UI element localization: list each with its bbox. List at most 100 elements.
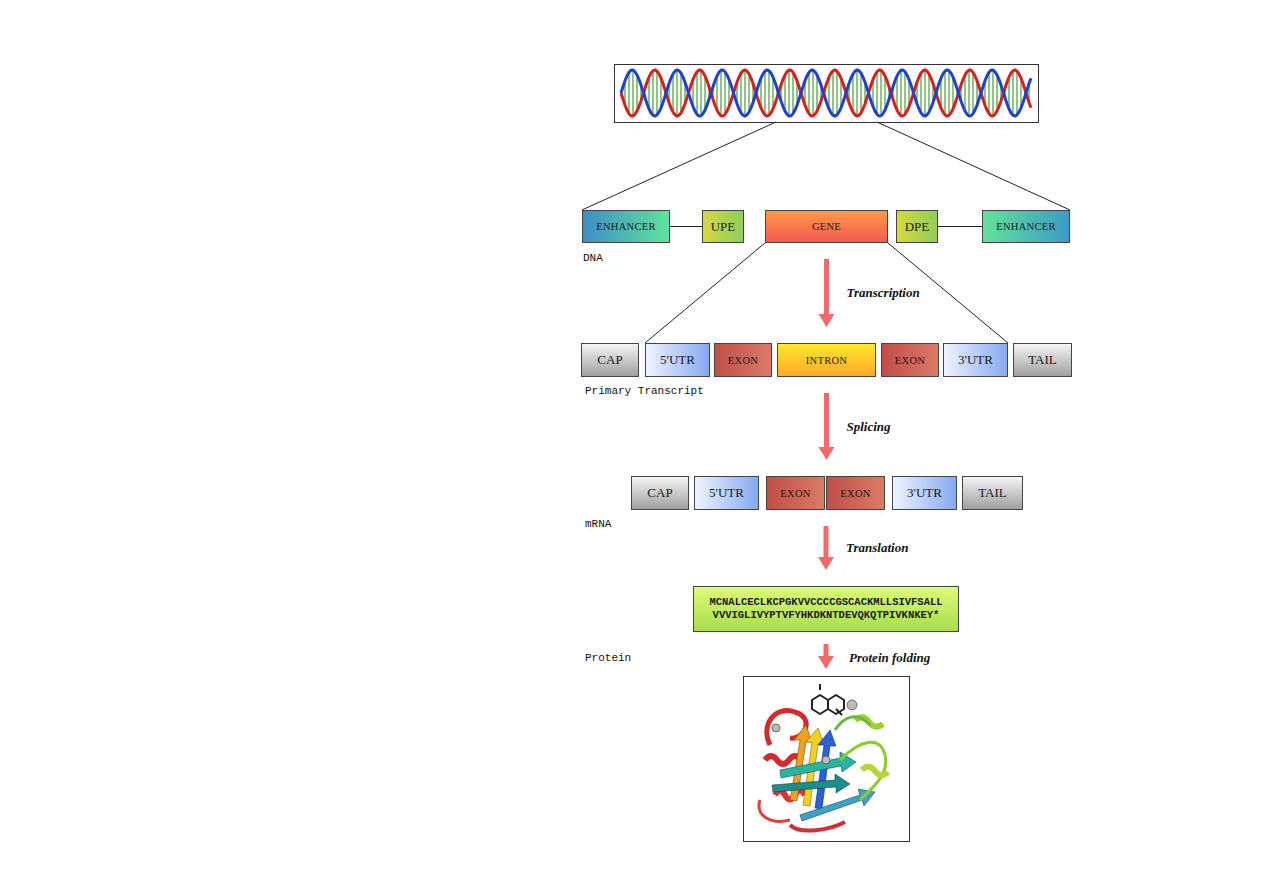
box-label: TAIL [1028,352,1057,368]
row-caption: mRNA [585,518,611,530]
step-label: Translation [846,540,908,556]
base-pair [740,73,741,113]
box-label: CAP [647,485,672,501]
step-label: Transcription [847,285,920,301]
connector-line [670,226,702,227]
base-pair [944,71,945,115]
base-pair [880,70,881,115]
arrow-head [818,656,834,669]
tail-box: TAIL [1013,343,1072,377]
box-label: CAP [597,352,622,368]
cap-box: CAP [581,343,639,377]
connector-line [938,226,982,227]
enhancer-box: ENHANCER [582,210,670,243]
box-label: EXON [728,355,758,366]
base-pair [964,75,965,111]
base-pair [816,75,817,111]
promoter-box: DPE [896,210,938,243]
link-line [670,226,702,227]
process-arrow [818,526,834,570]
arrow-head [819,314,835,327]
zoom-line [877,122,1070,210]
utr-box: 3'UTR [892,476,957,510]
process-arrow [819,259,835,327]
arrow-head [818,557,834,570]
row-caption: Protein [585,652,631,664]
connector-line [824,393,829,448]
base-pair [632,70,633,116]
box-label: DPE [905,219,930,235]
dna-strand [621,70,1031,116]
dna-helix [621,70,1031,116]
promoter-box: UPE [702,210,744,243]
base-pair [784,75,785,111]
base-pair [896,76,897,110]
base-pair [672,74,673,112]
base-pair [1012,71,1013,116]
base-pair [968,70,969,116]
box-label: 5'UTR [709,485,744,501]
box-label: TAIL [978,485,1007,501]
row-caption: Primary Transcript [585,385,704,397]
base-pair [876,72,877,115]
link-line [645,243,765,343]
base-pair [724,72,725,115]
box-label: EXON [780,488,810,499]
box-label: 3'UTR [907,485,942,501]
box-label: UPE [711,219,736,235]
exon-box: EXON [714,343,772,377]
box-label: 3'UTR [958,352,993,368]
utr-box: 5'UTR [645,343,710,377]
base-pair [696,72,697,115]
step-label: Splicing [847,419,891,435]
base-pair [832,71,833,116]
base-pair [856,70,857,116]
gene-box: GENE [765,210,888,243]
base-pair [928,74,929,112]
base-pair [768,71,769,116]
process-arrow [819,393,835,460]
base-pair [900,70,901,115]
base-pair [920,73,921,113]
box-label: INTRON [806,355,847,366]
link-line [938,226,982,227]
base-pair [744,70,745,116]
step-label: Protein folding [849,650,930,666]
utr-box: 5'UTR [694,476,759,510]
cap-box: CAP [631,476,689,510]
base-pair [852,74,853,112]
protein-frame [744,677,910,842]
base-pair [996,75,997,111]
base-pair [748,74,749,112]
exon-box: EXON [826,476,885,510]
enhancer-box: ENHANCER [982,210,1070,243]
base-pair [628,72,629,113]
base-pair [808,72,809,113]
base-pair [1016,71,1017,115]
base-pair [924,70,925,116]
base-pair [860,73,861,113]
box-label: ENHANCER [996,221,1056,232]
process-arrow [824,644,829,657]
exon-box: EXON [881,343,939,377]
base-pair [988,72,989,113]
tail-box: TAIL [962,476,1023,510]
sequence-box: MCNALCECLKCPGKVVCCCCGSCACKMLLSIVFSALL VV… [693,586,959,632]
base-pair [792,72,793,113]
row-caption: DNA [583,252,603,264]
base-pair [788,70,789,116]
arrow-head [819,447,835,460]
base-pair [836,71,837,115]
connector-line [824,259,829,315]
base-pair [700,70,701,115]
utr-box: 3'UTR [943,343,1008,377]
connector-line [645,243,765,343]
exon-box: EXON [766,476,825,510]
protein-ribbon [759,684,888,831]
base-pair [720,70,721,115]
dna-strand [621,70,1031,116]
base-pair [764,71,765,115]
box-label: EXON [895,355,925,366]
